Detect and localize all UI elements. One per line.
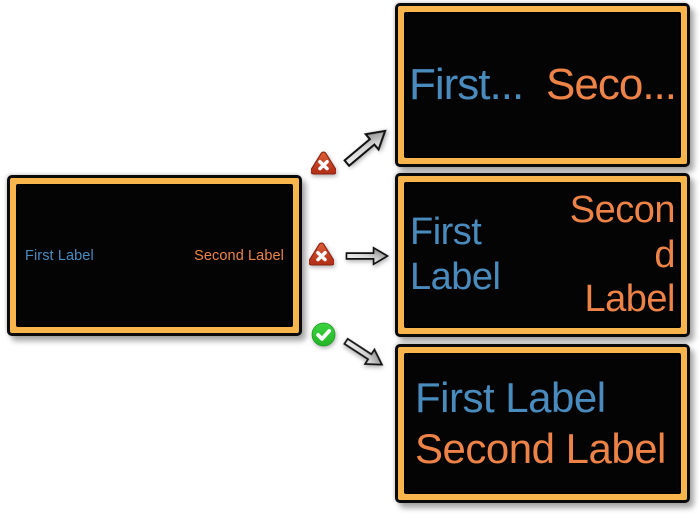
wrapped-first-label-line-2: Label — [410, 256, 501, 298]
result-box-truncated: First... Seco... — [395, 3, 690, 167]
arrow-icon — [344, 245, 390, 267]
error-badge-icon — [311, 151, 336, 175]
truncated-first-label: First... — [409, 60, 524, 109]
source-label-box-screen: First Label Second Label — [16, 184, 293, 327]
arrow-icon — [337, 120, 395, 174]
wrapped-first-label-line-1: First — [410, 211, 482, 254]
error-badge-icon — [309, 242, 334, 266]
wrapped-second-label: Secon d Label — [569, 188, 676, 322]
wrapped-second-label-line-2: d — [654, 233, 675, 276]
truncated-second-label: Seco... — [546, 60, 677, 109]
source-label-box: First Label Second Label — [7, 175, 302, 336]
success-badge-icon — [311, 322, 336, 347]
stacked-first-label: First Label — [415, 374, 606, 422]
arrow-icon — [338, 331, 390, 376]
wrapped-second-label-line-3: Label — [584, 278, 676, 321]
result-box-wrapped-screen: First Label Secon d Label — [404, 182, 681, 328]
stacked-second-label: Second Label — [415, 424, 666, 472]
result-box-truncated-screen: First... Seco... — [404, 12, 681, 158]
result-box-stacked-screen: First Label Second Label — [404, 353, 681, 494]
result-box-wrapped: First Label Secon d Label — [395, 173, 690, 337]
result-box-stacked: First Label Second Label — [395, 344, 690, 503]
second-label-text: Second Label — [194, 247, 284, 264]
wrapped-second-label-line-1: Secon — [569, 188, 676, 231]
first-label-text: First Label — [25, 247, 94, 264]
wrapped-first-label: First Label — [410, 210, 501, 300]
